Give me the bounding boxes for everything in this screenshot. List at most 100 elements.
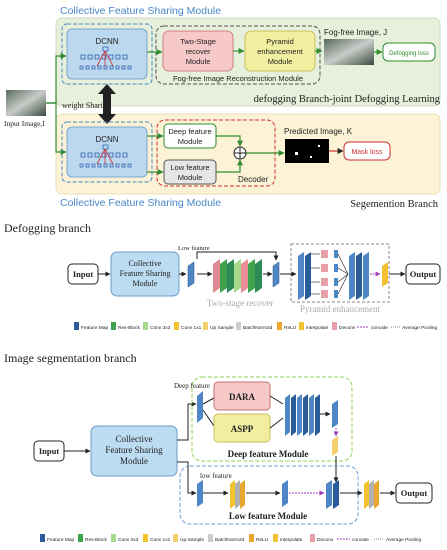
defog-two-stage-label: Two-stage recover [207, 298, 274, 308]
legend-interpolate: interpolate [306, 325, 329, 331]
dara-label: DARA [229, 392, 255, 402]
legend-feature-map-swatch [74, 322, 79, 330]
defog-legend: Feature Map Res-Block Conv 3x3 Conv 1x1 … [74, 322, 437, 331]
seg-low-map-2 [282, 480, 288, 507]
seg-legend-interpolate-swatch [273, 534, 278, 542]
seg-collective-line3: Module [120, 456, 148, 466]
collective-feature-title-bottom: Collective Feature Sharing Module [60, 197, 221, 209]
defog-skip-connection [196, 251, 279, 261]
mask-blob-1 [295, 152, 298, 155]
seg-legend-deconv: Deconv [317, 537, 334, 543]
low-feature-module-label: Low feature Module [229, 511, 307, 521]
seg-deep-interp [332, 436, 338, 456]
decoder-label: Decoder [238, 175, 269, 184]
deep-to-aspp-line [202, 409, 215, 427]
weight-sharing-label: weight Sharing [62, 101, 111, 110]
seg-legend-res-block-swatch [78, 534, 83, 542]
seg-concat-map-b [333, 480, 339, 509]
legend-conv1-swatch [174, 322, 179, 330]
seg-legend-batchnorm: BatchNorm2d [215, 537, 245, 543]
seg-legend: Feature Map Res-Block Conv 3x3 Conv 1x1 … [40, 534, 421, 543]
low-feature-line1: Low feature [170, 163, 209, 172]
deep-feature-line1: Deep feature [168, 127, 211, 136]
low-feature-line2: Module [178, 173, 203, 182]
legend-relu: ReLU [284, 325, 297, 331]
deep-feature-module-label: Deep feature Module [228, 449, 309, 459]
legend-batchnorm-swatch [236, 322, 241, 330]
deep-feature-line2: Module [178, 137, 203, 146]
dcnn-label-top: DCNN [95, 37, 118, 46]
seg-legend-upsample: Up-Sample [180, 537, 204, 543]
mask-blob-2 [318, 145, 320, 147]
seg-output-box [395, 482, 433, 504]
low-to-sum [216, 159, 243, 173]
seg-low-feature-map [197, 480, 203, 507]
dcnn-network-icon-top [79, 46, 132, 70]
input-image-label: Input Image,I [4, 119, 45, 128]
input-image-thumbnail [6, 90, 46, 116]
seg-legend-batchnorm-swatch [208, 534, 213, 542]
fog-free-reconstruction-label: Fog-free Image Reconstruction Module [173, 74, 303, 83]
defog-feature-map-1 [187, 261, 195, 288]
legend-batchnorm: BatchNorm2d [243, 325, 273, 331]
fog-free-image-label: Fog-free Image, J [324, 28, 387, 37]
dcnn-label-bottom: DCNN [95, 135, 118, 144]
defogging-branch-heading: Defogging branch [4, 221, 91, 235]
legend-conv3-swatch [143, 322, 148, 330]
legend-feature-map: Feature Map [81, 325, 109, 331]
two-stage-line2: recover [185, 47, 211, 56]
legend-concate: concate [371, 325, 388, 331]
two-stage-line3: Module [186, 57, 211, 66]
seg-to-deep-arrow [177, 401, 197, 441]
fog-free-image-thumbnail [324, 39, 374, 65]
legend-deconv: Deconv [339, 325, 356, 331]
seg-output-label: Output [401, 488, 428, 498]
defog-input-label: Input [73, 269, 93, 279]
defog-two-stage-stack [213, 259, 262, 293]
collective-feature-title-top: Collective Feature Sharing Module [60, 5, 221, 17]
defog-pyramid-container [290, 243, 390, 303]
pyramid-line1: Pyramid [266, 37, 294, 46]
pyramid-line2: enhancement [257, 47, 303, 56]
seg-deep-feature-map [197, 391, 203, 423]
defogging-loss-label: Defogging loss [389, 51, 429, 57]
segmentation-branch-title: Segemention Branch [350, 199, 439, 210]
seg-legend-upsample-swatch [173, 534, 178, 542]
mask-loss-box [343, 141, 391, 161]
dcnn-container-bottom [61, 121, 153, 183]
mask-loss-label: Mask loss [351, 149, 383, 156]
defog-collective-line3: Module [133, 279, 158, 288]
seg-legend-res-block: Res-Block [85, 537, 107, 543]
legend-res-block: Res-Block [118, 325, 140, 331]
defog-low-feature-label: Low feature [178, 245, 210, 252]
seg-deep-stack [285, 394, 320, 436]
predicted-mask-thumbnail [285, 139, 329, 163]
legend-res-block-swatch [111, 322, 116, 330]
dara-to-stack-line [269, 395, 284, 405]
defogging-loss-box [382, 42, 436, 62]
seg-collective-line2: Feature Sharing [105, 445, 163, 455]
seg-collective-module [90, 425, 178, 477]
seg-legend-conv3: Conv 3x3 [118, 537, 139, 543]
segmentation-branch-heading: Image segmentation branch [4, 351, 137, 365]
deep-to-dara-line [202, 397, 215, 405]
defog-pyramid-layers [298, 250, 369, 300]
legend-conv1: Conv 1x1 [181, 325, 202, 331]
seg-deep-conv [332, 400, 338, 428]
seg-legend-feature-map: Feature Map [47, 537, 75, 543]
dcnn-container-top [61, 23, 153, 85]
deep-feature-container [191, 376, 353, 462]
seg-to-low-arrow [177, 461, 197, 496]
seg-input-label: Input [39, 446, 59, 456]
legend-avgpool: Average Pooling [402, 325, 437, 331]
seg-legend-feature-map-swatch [40, 534, 45, 542]
defog-pyramid-label: Pyramid enhancement [300, 304, 381, 314]
seg-legend-concate: concate [352, 537, 369, 543]
seg-legend-deconv-swatch [310, 534, 315, 542]
seg-legend-avgpool: Average Pooling [386, 537, 421, 543]
legend-conv3: Conv 3x3 [150, 325, 171, 331]
seg-legend-relu: ReLU [256, 537, 269, 543]
seg-legend-relu-swatch [249, 534, 254, 542]
defog-collective-line2: Feature Sharing [120, 269, 171, 278]
